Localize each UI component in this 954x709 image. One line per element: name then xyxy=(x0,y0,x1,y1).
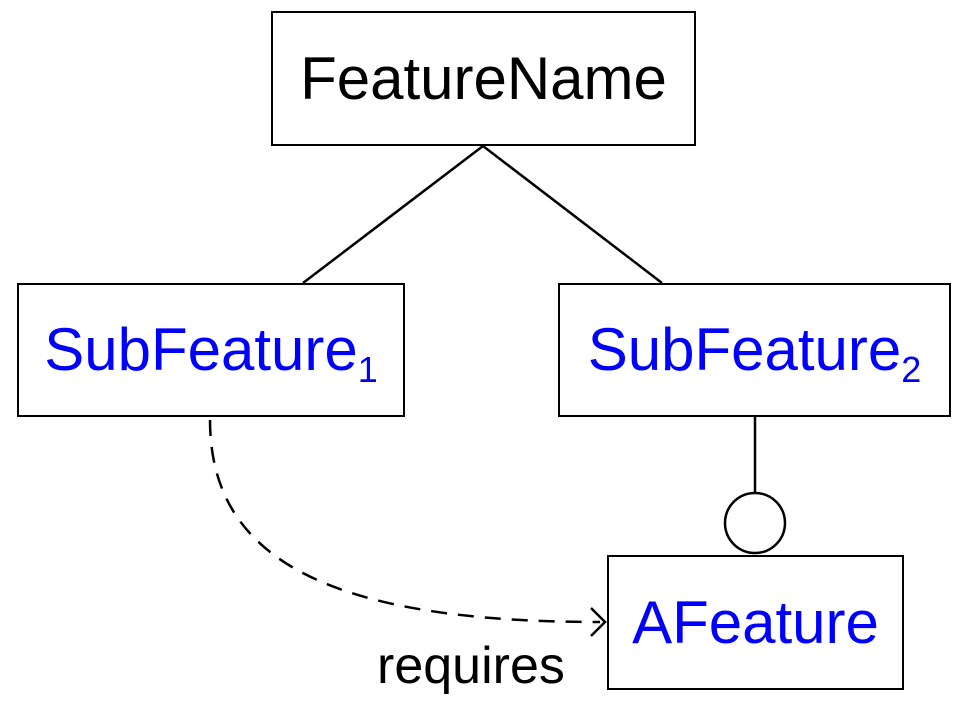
requires-edge-label: requires xyxy=(377,637,565,695)
subfeature2-name: SubFeature xyxy=(587,316,902,383)
subfeature1-name: SubFeature xyxy=(44,316,358,383)
feature-node-subfeature2: SubFeature2 xyxy=(558,283,951,417)
edge-root-to-subfeature2 xyxy=(482,145,663,284)
feature-node-afeature: AFeature xyxy=(607,555,904,690)
subfeature1-index: 1 xyxy=(357,349,378,390)
requires-arrowhead xyxy=(590,607,607,637)
feature-node-subfeature1: SubFeature1 xyxy=(17,283,405,417)
feature-node-afeature-label: AFeature xyxy=(632,588,879,656)
edge-root-to-subfeature1 xyxy=(302,145,484,284)
requires-dashed-edge xyxy=(208,419,601,624)
feature-node-root-label: FeatureName xyxy=(300,44,667,112)
feature-node-root: FeatureName xyxy=(271,11,696,146)
subfeature2-index: 2 xyxy=(901,349,922,390)
feature-node-subfeature1-label: SubFeature1 xyxy=(44,320,378,388)
optional-marker-circle xyxy=(723,491,787,555)
feature-node-subfeature2-label: SubFeature2 xyxy=(588,320,922,388)
